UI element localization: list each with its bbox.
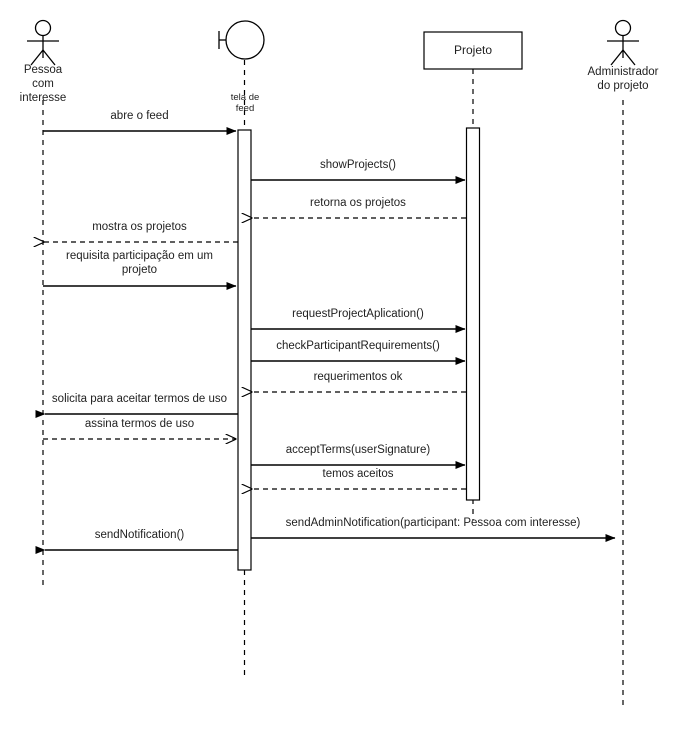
boundary-circle-icon-tela — [218, 20, 265, 60]
participant-label-tela: tela de feed — [230, 92, 260, 115]
activation-bar-projeto — [465, 127, 481, 501]
class-box-projeto — [423, 31, 523, 70]
activation-bar-tela — [237, 129, 252, 571]
actor-stick-figure-icon-admin — [607, 19, 639, 66]
actor-stick-figure-icon-pessoa — [27, 19, 59, 66]
